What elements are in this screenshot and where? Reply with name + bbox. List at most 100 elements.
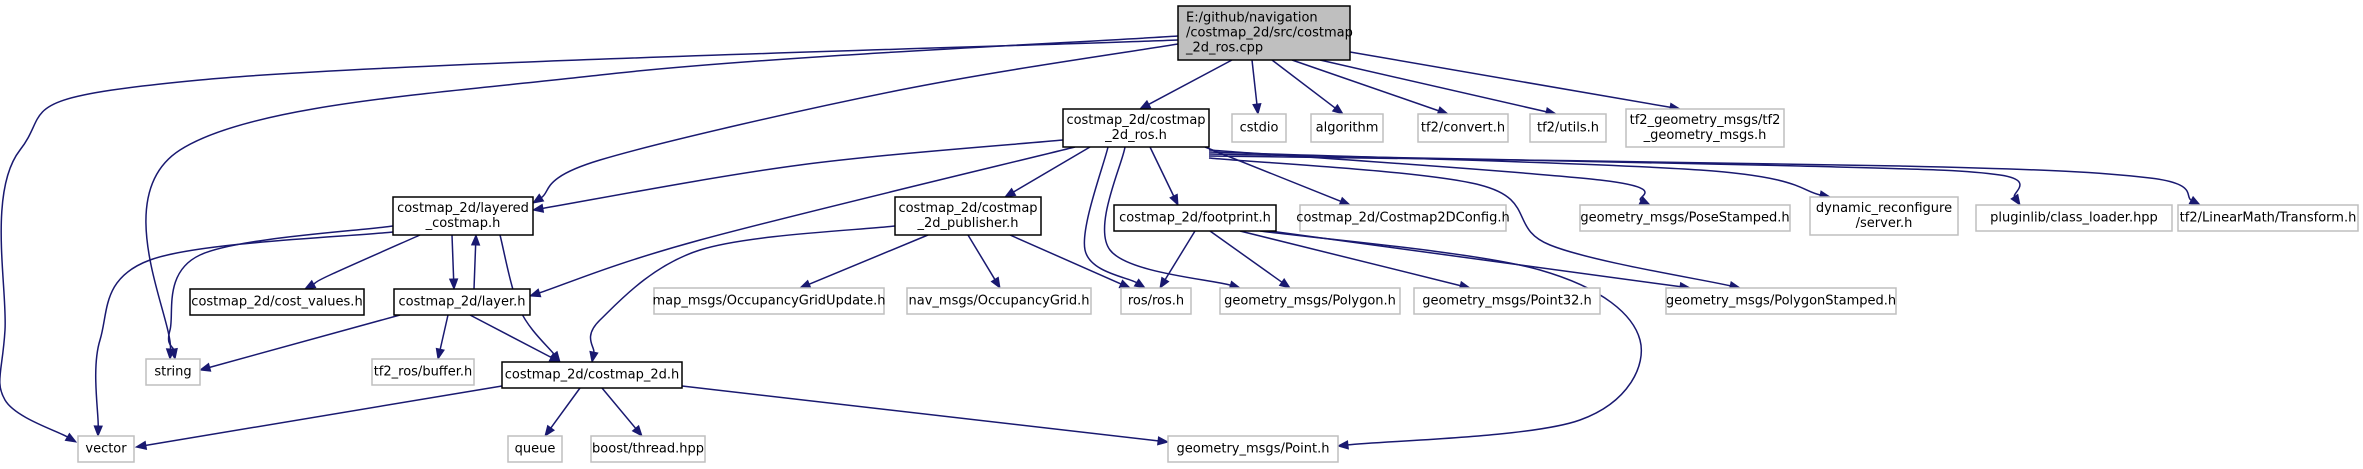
- edge-costmap_2d_h-to-point: [681, 385, 1170, 446]
- edge-costmap_2d_h-to-queue: [544, 387, 581, 438]
- node-tf2-convert: tf2/convert.h: [1417, 113, 1509, 143]
- edge-layer-to-layered_costmap: [470, 233, 481, 290]
- node-root[interactable]: E:/github/navigation/costmap_2d/src/cost…: [1177, 5, 1353, 61]
- node-label: costmap_2d/layered: [397, 201, 529, 216]
- node-label: _2d_ros.h: [1104, 128, 1167, 143]
- edge-costmap_2d_ros_h-to-layered_costmap: [531, 139, 1064, 213]
- edge-publisher-to-ros: [1009, 234, 1132, 289]
- node-label: algorithm: [1316, 121, 1379, 136]
- node-footprint[interactable]: costmap_2d/footprint.h: [1113, 204, 1277, 232]
- node-box: [2177, 204, 2359, 232]
- node-occgrid: nav_msgs/OccupancyGrid.h: [906, 287, 1092, 315]
- node-label: tf2/utils.h: [1537, 121, 1599, 136]
- edge-publisher-to-occgrid_update: [798, 234, 929, 289]
- node-box: [501, 361, 683, 389]
- node-pose-stamped: geometry_msgs/PoseStamped.h: [1579, 204, 1791, 232]
- arrowhead: [528, 288, 542, 298]
- node-box: [1310, 113, 1384, 143]
- edge-root-to-cstdio: [1251, 59, 1262, 116]
- node-label: geometry_msgs/PoseStamped.h: [1580, 211, 1789, 226]
- node-occgrid-update: map_msgs/OccupancyGridUpdate.h: [652, 287, 886, 315]
- node-box: [1665, 287, 1897, 315]
- arrowhead: [798, 279, 812, 289]
- edge-root-to-costmap_2d_ros_h: [1138, 59, 1233, 110]
- edge-layered_costmap-to-vector: [93, 231, 394, 438]
- edge-costmap_2d_ros_h-to-dyn_reconf: [1208, 151, 1832, 200]
- node-box: [1975, 204, 2173, 232]
- node-point32: geometry_msgs/Point32.h: [1413, 287, 1601, 315]
- arrowhead: [544, 424, 556, 438]
- node-box: [1167, 435, 1339, 463]
- node-box: [371, 358, 475, 386]
- node-label: geometry_msgs/Polygon.h: [1224, 294, 1396, 309]
- node-box: [392, 196, 534, 236]
- arrowhead: [435, 347, 445, 361]
- arrowhead: [1138, 99, 1152, 110]
- graph-nodes: E:/github/navigation/costmap_2d/src/cost…: [77, 5, 2359, 463]
- node-box: [894, 196, 1042, 236]
- arrowhead: [589, 350, 599, 364]
- node-box: [1231, 113, 1287, 143]
- node-label: geometry_msgs/Point.h: [1177, 442, 1330, 457]
- node-dyn-reconf: dynamic_reconfigure/server.h: [1809, 196, 1959, 236]
- edge-costmap_2d_ros_h-to-footprint: [1149, 146, 1179, 207]
- node-label: string: [154, 365, 191, 380]
- node-label: map_msgs/OccupancyGridUpdate.h: [652, 294, 885, 309]
- edge-root-to-layered_costmap: [531, 43, 1179, 204]
- edge-root-to-vector: [0, 39, 1179, 443]
- edge-layer-to-costmap_2d_h: [469, 314, 562, 363]
- node-tf2-geometry-msgs: tf2_geometry_msgs/tf2_geometry_msgs.h: [1625, 108, 1785, 148]
- node-label: costmap_2d/footprint.h: [1119, 211, 1271, 226]
- node-box: [906, 287, 1092, 315]
- edge-root-to-tf2_geometry_msgs: [1349, 51, 1682, 112]
- arrowhead: [1157, 436, 1170, 446]
- node-cost-values[interactable]: costmap_2d/cost_values.h: [189, 288, 365, 316]
- node-costmap-2d-h[interactable]: costmap_2d/costmap_2d.h: [501, 361, 683, 389]
- node-boost-thread: boost/thread.hpp: [590, 435, 706, 463]
- node-costmap-2d-ros-h[interactable]: costmap_2d/costmap_2d_ros.h: [1062, 108, 1210, 148]
- arrowhead: [990, 276, 1001, 290]
- node-box: [1062, 108, 1210, 148]
- arrowhead: [470, 233, 481, 246]
- node-box: [1625, 108, 1785, 148]
- edge-root-to-tf2_convert: [1291, 59, 1450, 116]
- arrowhead: [448, 278, 459, 291]
- edge-costmap_2d_ros_h-to-publisher: [1003, 146, 1091, 198]
- node-label: tf2_geometry_msgs/tf2: [1630, 113, 1781, 128]
- node-box: [590, 435, 706, 463]
- node-box: [507, 435, 563, 463]
- node-box: [1177, 5, 1351, 61]
- node-layer[interactable]: costmap_2d/layer.h: [393, 288, 531, 316]
- node-publisher[interactable]: costmap_2d/costmap_2d_publisher.h: [894, 196, 1042, 236]
- node-string: string: [145, 358, 201, 386]
- arrowhead: [1003, 187, 1017, 198]
- node-label: _2d_ros.cpp: [1185, 41, 1263, 56]
- node-transform: tf2/LinearMath/Transform.h: [2177, 204, 2359, 232]
- arrowhead: [531, 193, 545, 204]
- edge-layer-to-tf2_ros_buffer: [435, 314, 449, 361]
- node-label: cstdio: [1240, 121, 1279, 136]
- node-box: [393, 288, 531, 316]
- node-label: nav_msgs/OccupancyGrid.h: [909, 294, 1090, 309]
- node-polygon: geometry_msgs/Polygon.h: [1219, 287, 1401, 315]
- node-layered-costmap[interactable]: costmap_2d/layered_costmap.h: [392, 196, 534, 236]
- arrowhead: [1133, 278, 1147, 289]
- node-label: /costmap_2d/src/costmap: [1186, 26, 1353, 41]
- arrowhead: [134, 440, 148, 450]
- edge-footprint-to-point32: [1239, 230, 1472, 291]
- arrowhead: [1252, 103, 1262, 116]
- node-box: [1809, 196, 1959, 236]
- node-tf2-utils: tf2/utils.h: [1529, 113, 1607, 143]
- node-box: [1529, 113, 1607, 143]
- node-polygon-stamped: geometry_msgs/PolygonStamped.h: [1665, 287, 1897, 315]
- arrowhead: [303, 279, 317, 290]
- arrowhead: [2010, 193, 2021, 207]
- arrowhead: [1331, 103, 1345, 115]
- node-label: costmap_2d/costmap: [898, 201, 1037, 216]
- node-config: costmap_2d/Costmap2DConfig.h: [1296, 204, 1510, 232]
- node-label: tf2/convert.h: [1421, 121, 1505, 136]
- edge-publisher-to-costmap_2d_h: [589, 225, 896, 364]
- arrowhead: [1118, 279, 1132, 289]
- node-label: vector: [85, 442, 127, 457]
